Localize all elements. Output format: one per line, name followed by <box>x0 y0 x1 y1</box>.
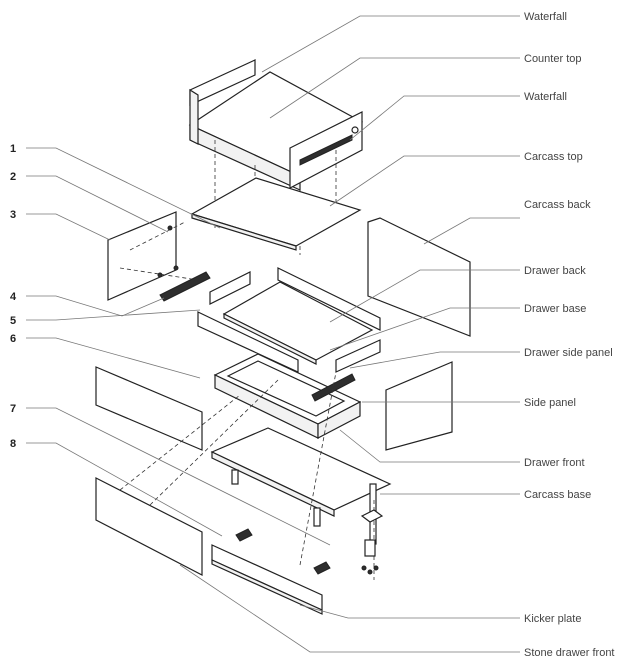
waterfall-left-face <box>189 88 199 145</box>
number-leaders <box>26 147 331 546</box>
label-carcass-base: Carcass base <box>524 489 591 501</box>
number-8: 8 <box>10 438 16 450</box>
number-5: 5 <box>10 315 16 327</box>
drawer-runner-left <box>159 271 211 302</box>
loose-drawer-panel <box>95 366 203 451</box>
kicker-plate-assembly <box>211 528 331 615</box>
label-drawer-front: Drawer front <box>524 457 585 469</box>
label-kicker-plate: Kicker plate <box>524 613 581 625</box>
label-drawer-side-panel: Drawer side panel <box>524 347 613 359</box>
label-drawer-base: Drawer base <box>524 303 586 315</box>
drawer-side-right <box>335 339 381 373</box>
number-1: 1 <box>10 143 16 155</box>
carcass-back-panel <box>367 217 471 337</box>
carcass-top-edge <box>191 213 297 251</box>
right-side-panel <box>385 361 453 451</box>
waterfall-screw <box>351 126 359 134</box>
part-labels: Waterfall Counter top Waterfall Carcass … <box>524 11 615 659</box>
label-carcass-top: Carcass top <box>524 151 583 163</box>
label-drawer-back: Drawer back <box>524 265 586 277</box>
waterfall-slot <box>299 134 353 166</box>
number-2: 2 <box>10 171 16 183</box>
drawer-base-edge <box>223 313 317 365</box>
carcass-base-assembly <box>210 427 392 580</box>
drawer-back-panel <box>277 267 381 331</box>
label-leaders <box>179 15 520 653</box>
label-waterfall-top: Waterfall <box>524 11 567 23</box>
number-3: 3 <box>10 209 16 221</box>
carcass-top-panel <box>190 177 362 247</box>
label-carcass-back: Carcass back <box>524 199 591 211</box>
counter-top-assembly <box>188 59 364 191</box>
number-4: 4 <box>10 291 17 303</box>
stone-drawer-front-panel <box>95 477 203 576</box>
label-stone-drawer-front: Stone drawer front <box>524 647 615 659</box>
drawer-box-assembled <box>213 353 362 439</box>
label-side-panel: Side panel <box>524 397 576 409</box>
number-7: 7 <box>10 403 16 415</box>
number-labels: 1 2 3 4 5 6 7 8 <box>10 143 17 450</box>
guide-lines-lower <box>119 371 337 566</box>
left-side-panel <box>107 211 199 301</box>
drawer-front-inner <box>197 311 299 373</box>
number-6: 6 <box>10 333 16 345</box>
label-counter-top: Counter top <box>524 53 581 65</box>
label-waterfall-right: Waterfall <box>524 91 567 103</box>
drawer-side-left <box>209 271 251 305</box>
